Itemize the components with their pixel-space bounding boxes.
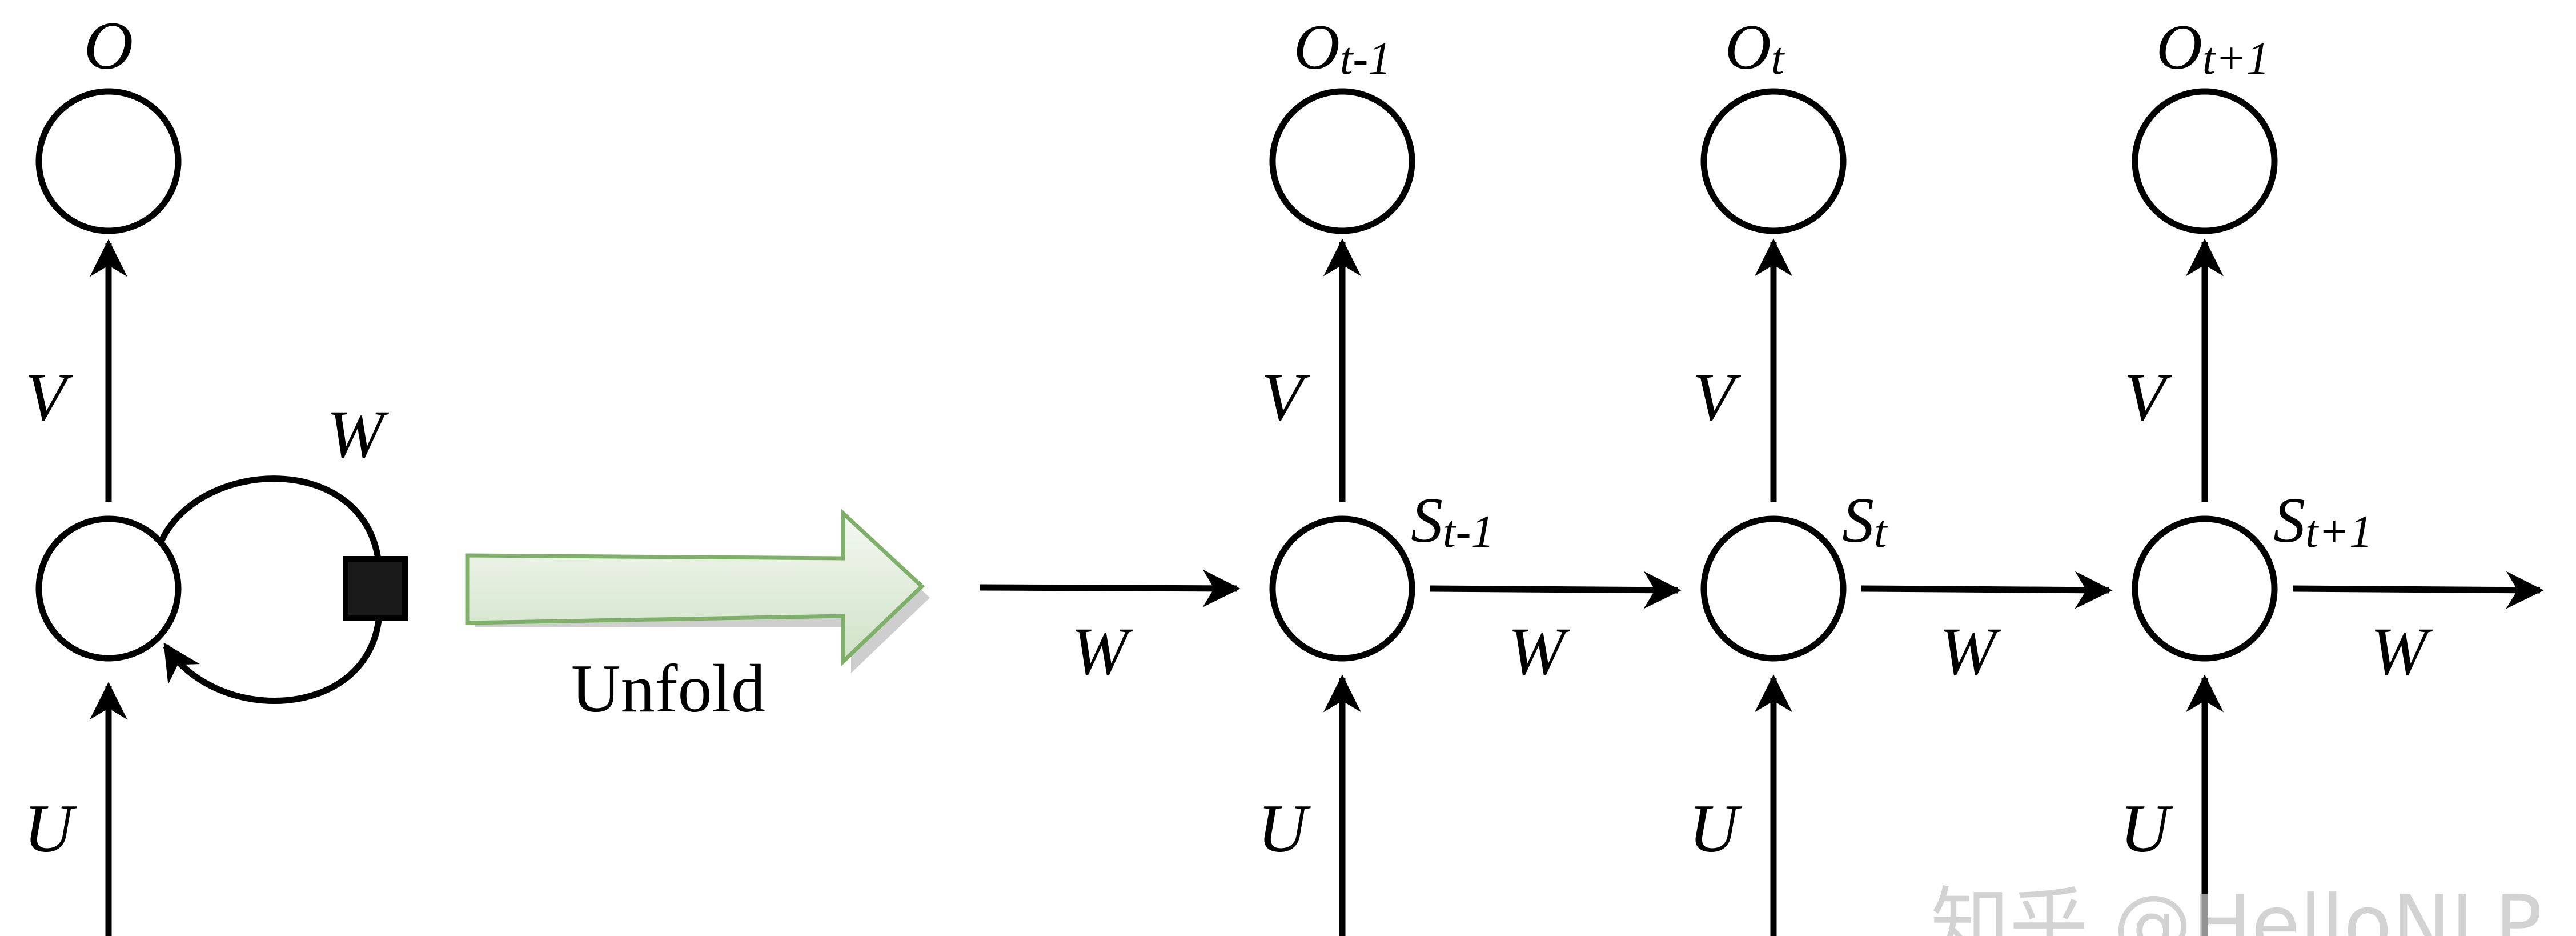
unfold-label: Unfold — [571, 650, 765, 726]
weight-v: V — [1692, 359, 1741, 435]
recurrent-loop-top — [158, 475, 382, 563]
weight-u: U — [1689, 790, 1743, 866]
hidden-state-node — [1269, 515, 1415, 662]
folded-rnn: O V W U — [24, 7, 408, 936]
weight-u: U — [2120, 790, 2174, 866]
hidden-state-node — [1700, 515, 1847, 662]
weight-v: V — [2124, 359, 2172, 435]
output-label-base: O — [2156, 12, 2202, 83]
unfold-arrow — [465, 508, 925, 667]
folded-weight-w: W — [327, 396, 390, 472]
folded-output-node — [35, 88, 182, 234]
watermark: 知乎 @HelloNLP — [1931, 878, 2542, 936]
output-node — [1269, 88, 1415, 234]
state-label-subscript: t — [1874, 506, 1888, 557]
incoming-state-arrow — [979, 569, 1241, 607]
output-label-subscript: t — [1771, 33, 1785, 84]
state-transition-arrow — [1430, 571, 1682, 609]
folded-weight-u: U — [24, 790, 78, 866]
weight-v: V — [1261, 359, 1310, 435]
output-node — [2132, 88, 2278, 234]
folded-output-label: O — [84, 7, 134, 83]
output-label: Ot+1 — [2156, 12, 2270, 84]
delay-square — [343, 556, 408, 621]
recurrent-loop-bottom — [163, 619, 382, 704]
output-label: Ot-1 — [1294, 12, 1391, 84]
state-transition-arrow — [2292, 571, 2544, 609]
output-label-subscript: t-1 — [1340, 33, 1391, 84]
state-label-base: S — [2273, 485, 2305, 556]
output-label-subscript: t+1 — [2202, 33, 2270, 84]
state-label-base: S — [1411, 485, 1443, 556]
folded-hidden-node — [35, 515, 182, 662]
state-label-subscript: t+1 — [2305, 506, 2373, 557]
output-label: Ot — [1725, 12, 1785, 84]
incoming-weight-w: W — [1071, 613, 1134, 689]
folded-weight-v: V — [25, 359, 73, 435]
state-label-base: S — [1842, 485, 1874, 556]
state-label: St — [1842, 485, 1888, 557]
weight-w: W — [2370, 613, 2433, 689]
state-transition-arrow — [1861, 571, 2113, 609]
output-label-base: O — [1725, 12, 1771, 83]
hidden-state-node — [2132, 515, 2278, 662]
weight-u: U — [1258, 790, 1311, 866]
state-label: St+1 — [2273, 485, 2373, 557]
weight-w: W — [1508, 613, 1571, 689]
weight-w: W — [1939, 613, 2002, 689]
state-label: St-1 — [1411, 485, 1494, 557]
state-label-subscript: t-1 — [1443, 506, 1494, 557]
output-node — [1700, 88, 1847, 234]
output-label-base: O — [1294, 12, 1340, 83]
unfold-transition: Unfold — [465, 508, 930, 726]
